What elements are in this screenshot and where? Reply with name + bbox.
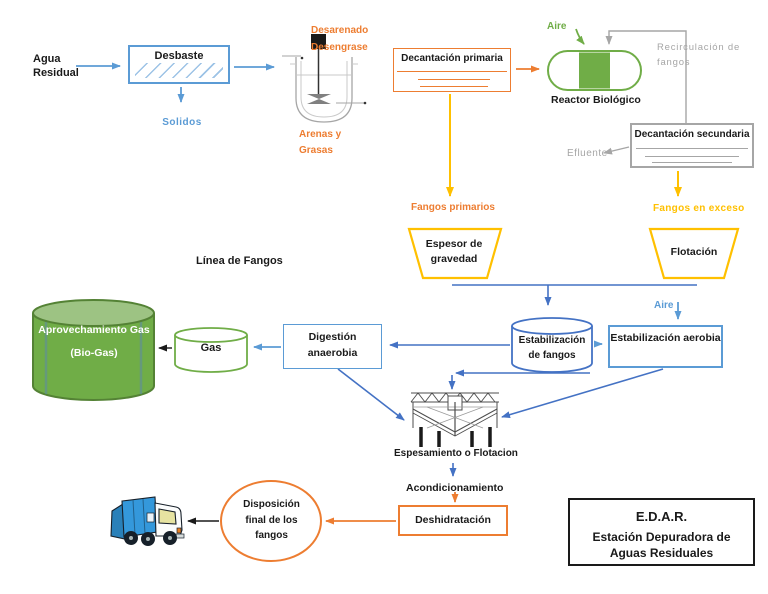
water-level-line xyxy=(652,162,732,163)
reactor-biologico-label: Reactor Biológico xyxy=(551,94,641,106)
efluente-label: Efluente xyxy=(567,148,608,159)
linea-de-fangos-label: Línea de Fangos xyxy=(196,255,283,267)
gold-arrows xyxy=(446,94,682,197)
biogas-tank xyxy=(32,299,155,401)
clarifier-icon xyxy=(410,392,499,447)
stirred-tank-icon xyxy=(282,34,367,123)
water-level-line xyxy=(418,79,490,80)
fangos-primarios-label: Fangos primarios xyxy=(411,202,495,213)
garbage-truck-icon xyxy=(110,496,185,546)
water-level-line xyxy=(397,71,507,72)
espesamiento-flotacion-label: Espesamiento o Flotacion xyxy=(394,448,518,459)
node-estabilizacion-aerobia: Estabilización aerobia xyxy=(608,325,723,368)
digestion-anaerobia-label: Digestión anaerobia xyxy=(307,331,358,359)
node-decantacion-secundaria: Decantación secundaria xyxy=(630,123,754,168)
estabilizacion-fangos-label: Estabilización de fangos xyxy=(518,335,586,361)
decantacion-secundaria-label: Decantación secundaria xyxy=(634,129,750,140)
aprovechamiento-line1: Aprovechamiento Gas xyxy=(38,324,150,336)
aire-reactor-label: Aire xyxy=(547,21,567,32)
water-level-line xyxy=(636,148,748,149)
estabilizacion-fangos-cylinder xyxy=(511,317,593,373)
decantacion-primaria-label: Decantación primaria xyxy=(401,53,503,64)
edar-legend-box: E.D.A.R. Estación Depuradora de Aguas Re… xyxy=(568,498,755,566)
acondicionamiento-label: Acondicionamiento xyxy=(406,482,504,494)
estabilizacion-aerobia-label: Estabilización aerobia xyxy=(610,332,721,344)
disposicion-ellipse xyxy=(220,480,322,562)
fangos-en-exceso-label: Fangos en exceso xyxy=(653,203,745,214)
gas-cylinder xyxy=(174,327,248,373)
flotacion-trapezoid xyxy=(648,227,740,280)
aprovechamiento-line2: (Bio-Gas) xyxy=(70,347,118,360)
desengrase-label: Desengrase xyxy=(311,42,368,53)
disposicion-final-label: Disposición final de los fangos xyxy=(243,499,300,541)
water-level-line xyxy=(645,156,739,157)
node-decantacion-primaria: Decantación primaria xyxy=(393,48,511,92)
agua-residual-label: Agua Residual xyxy=(33,53,79,80)
deshidratacion-label: Deshidratación xyxy=(415,514,491,526)
flotacion-label: Flotación xyxy=(670,246,718,258)
desbaste-screen-hatch xyxy=(135,63,223,78)
gray-arrows xyxy=(603,30,687,155)
water-line-arrows xyxy=(76,62,682,351)
arenas-grasas-label: Arenas y Grasas xyxy=(299,129,342,156)
air-arrow-reactor xyxy=(575,28,585,45)
water-level-line xyxy=(420,86,488,87)
node-digestion-anaerobia: Digestión anaerobia xyxy=(283,324,382,369)
desbaste-label: Desbaste xyxy=(154,50,204,62)
recirculacion-fangos-label: Recirculación de fangos xyxy=(657,42,741,69)
aire-aerobia-label: Aire xyxy=(654,300,674,311)
node-deshidratacion: Deshidratación xyxy=(398,505,508,536)
edar-subtitle: Estación Depuradora de Aguas Residuales xyxy=(592,530,731,561)
gas-label: Gas xyxy=(200,342,222,354)
black-arrows xyxy=(158,344,219,525)
espesor-trapezoid xyxy=(407,227,503,280)
orange-arrows xyxy=(325,65,540,525)
node-desbaste: Desbaste xyxy=(128,45,230,84)
desarenado-label: Desarenado xyxy=(311,25,369,36)
espesor-gravedad-label: Espesor de gravedad xyxy=(425,238,483,265)
solidos-label: Solidos xyxy=(162,117,202,128)
edar-title: E.D.A.R. xyxy=(635,509,688,524)
reactor-capsule xyxy=(547,50,642,91)
sludge-line-arrows xyxy=(337,284,697,477)
aprovechamiento-gas-label: Aprovechamiento Gas (Bio-Gas) xyxy=(37,323,151,361)
